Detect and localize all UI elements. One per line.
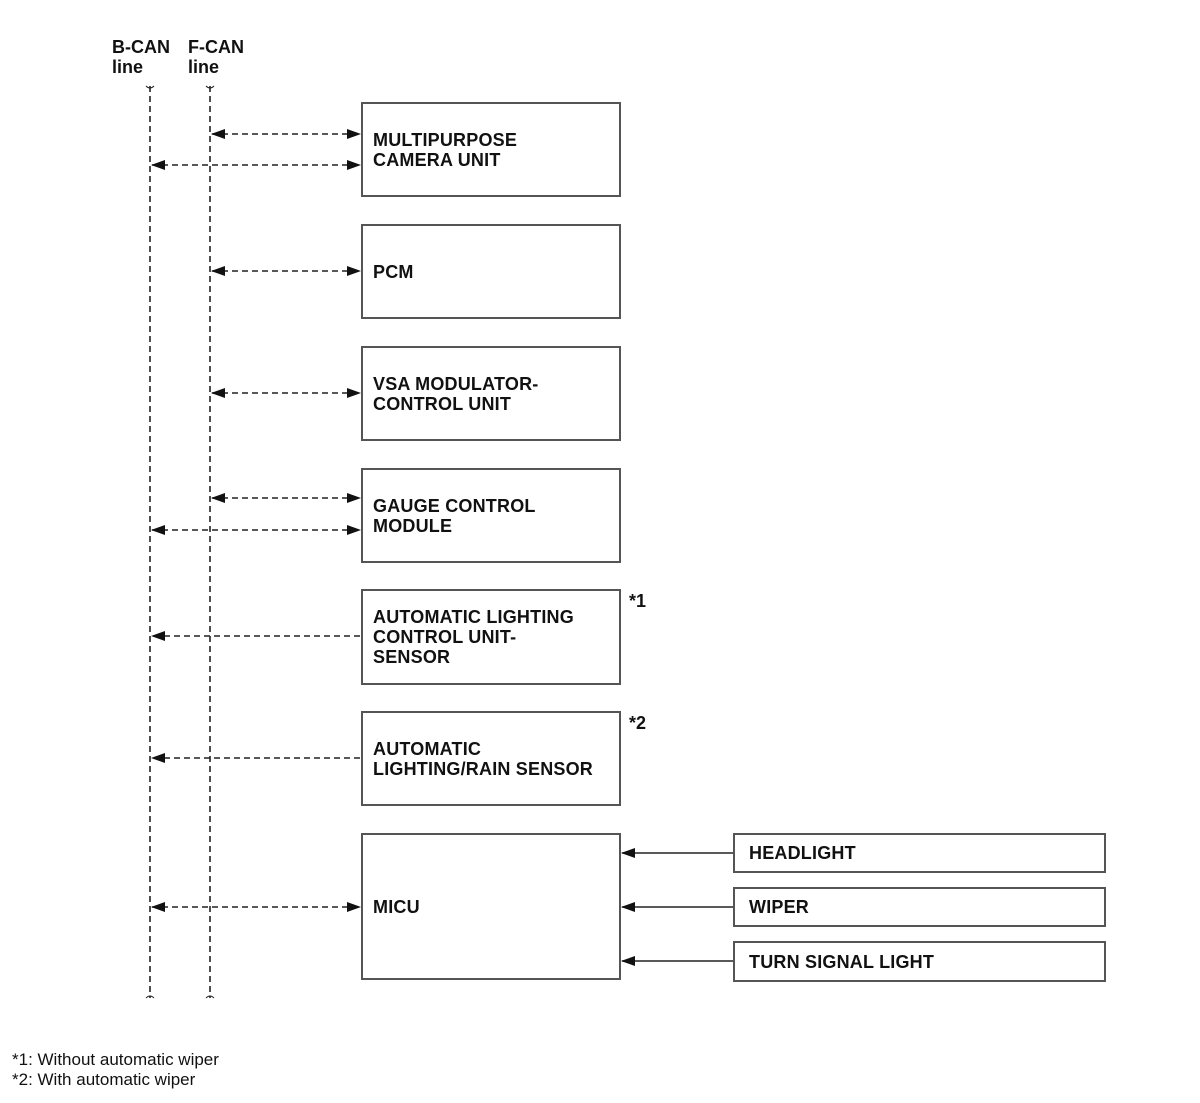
footnotes: *1: Without automatic wiper *2: With aut… bbox=[12, 1050, 219, 1090]
turn-signal-light-box: TURN SIGNAL LIGHT bbox=[733, 941, 1106, 982]
headlight-label: HEADLIGHT bbox=[749, 843, 856, 863]
automatic-lighting-rain-sensor-box: AUTOMATIC LIGHTING/RAIN SENSOR bbox=[361, 711, 621, 806]
micu-box: MICU bbox=[361, 833, 621, 980]
wiper-label: WIPER bbox=[749, 897, 810, 917]
footnote-marker-2: *2 bbox=[629, 713, 647, 733]
vsa-modulator-control-unit-label: VSA MODULATOR- CONTROL UNIT bbox=[373, 373, 539, 414]
wiper-box: WIPER bbox=[733, 887, 1106, 927]
multipurpose-camera-unit-label: MULTIPURPOSE CAMERA UNIT bbox=[373, 129, 518, 170]
gauge-control-module-label: GAUGE CONTROL MODULE bbox=[373, 495, 536, 536]
automatic-lighting-rain-sensor-label: AUTOMATIC LIGHTING/RAIN SENSOR bbox=[373, 738, 594, 779]
pcm-box: PCM bbox=[361, 224, 621, 319]
footnote-marker-1: *1 bbox=[629, 591, 647, 611]
footnote-2: *2: With automatic wiper bbox=[12, 1070, 196, 1089]
multipurpose-camera-unit-box: MULTIPURPOSE CAMERA UNIT bbox=[361, 102, 621, 197]
vsa-modulator-control-unit-box: VSA MODULATOR- CONTROL UNIT bbox=[361, 346, 621, 441]
turn-signal-light-label: TURN SIGNAL LIGHT bbox=[749, 951, 935, 972]
headlight-box: HEADLIGHT bbox=[733, 833, 1106, 873]
micu-label: MICU bbox=[373, 896, 420, 917]
pcm-label: PCM bbox=[373, 261, 414, 282]
footnote-1: *1: Without automatic wiper bbox=[12, 1050, 219, 1069]
b-can-line-header: B-CAN line bbox=[112, 37, 170, 77]
automatic-lighting-control-unit-box: AUTOMATIC LIGHTING CONTROL UNIT- SENSOR bbox=[361, 589, 621, 685]
f-can-line-header: F-CAN line bbox=[188, 37, 244, 77]
automatic-lighting-control-unit-label: AUTOMATIC LIGHTING CONTROL UNIT- SENSOR bbox=[373, 607, 574, 667]
gauge-control-module-box: GAUGE CONTROL MODULE bbox=[361, 468, 621, 563]
